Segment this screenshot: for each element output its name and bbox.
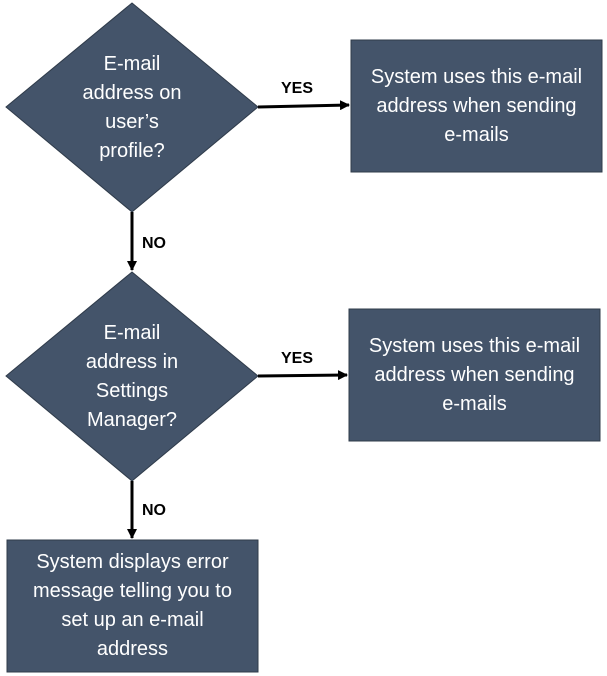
action-box-settings-send	[348, 308, 601, 442]
edge-label-settings-yes: YES	[281, 350, 314, 367]
edge-label-profile-no: NO	[142, 235, 166, 252]
action-text-profile-send: System uses this e-mail address when sen…	[370, 65, 583, 146]
edge-label-profile-yes: YES	[281, 80, 314, 97]
edge-label-settings-no: NO	[142, 502, 166, 519]
decision-text-profile: E-mail address on user’s profile?	[82, 53, 182, 162]
arrow-profile-yes	[257, 100, 350, 111]
action-text-settings-send: System uses this e-mail address when sen…	[368, 334, 581, 415]
decision-text-settings: E-mail address in Settings Manager?	[85, 322, 179, 431]
action-text-error: System displays error message telling yo…	[32, 551, 232, 660]
action-box-error	[6, 539, 259, 673]
arrow-settings-yes	[257, 370, 348, 381]
action-box-profile-send	[350, 39, 603, 173]
